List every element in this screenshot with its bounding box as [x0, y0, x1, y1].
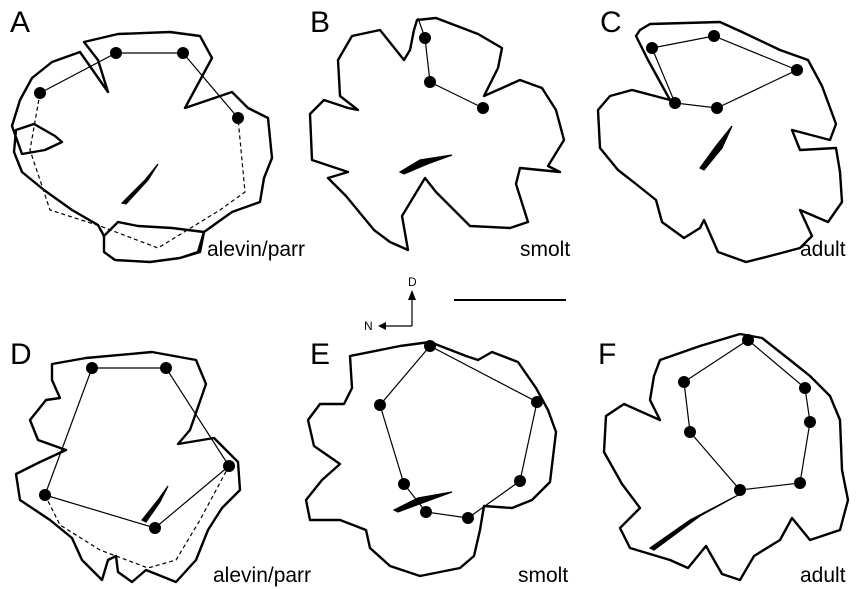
panel-f: F adult: [598, 334, 848, 587]
panel-e-landmark-dot: [462, 512, 474, 524]
panel-d-landmark-dot: [223, 460, 235, 472]
panel-c-landmark-dot: [708, 30, 720, 42]
nasal-label: N: [364, 319, 373, 333]
panel-f-landmark-dot: [678, 376, 690, 388]
dorsal-arrow-head: [408, 290, 416, 300]
panel-c-landmark-dot: [711, 102, 723, 114]
panel-a-landmark-dot: [34, 87, 46, 99]
panel-d-landmark-dot: [39, 489, 51, 501]
nasal-arrow-head: [378, 322, 386, 330]
panel-c-landmark-dot: [646, 42, 658, 54]
panel-e: E smolt: [306, 338, 568, 587]
panel-b-landmark-dot: [419, 32, 431, 44]
panel-c: C adult: [598, 6, 846, 262]
dorsal-label: D: [408, 275, 417, 289]
panel-a-stage-label: alevin/parr: [207, 238, 305, 261]
panel-f-stage-label: adult: [800, 564, 846, 587]
panel-d: D alevin/parr: [10, 338, 311, 587]
panel-f-letter: F: [598, 338, 616, 371]
panel-e-landmark-dot: [374, 399, 386, 411]
panel-c-landmark-dot: [669, 97, 681, 109]
panel-c-stage-label: adult: [800, 238, 846, 261]
panel-d-landmark-dot: [86, 362, 98, 374]
panel-d-landmark-dot: [160, 362, 172, 374]
panel-a-landmark-dot: [110, 47, 122, 59]
panel-c-landmark-dot: [791, 64, 803, 76]
panel-d-retina-outline: [16, 352, 240, 582]
panel-e-landmark-dot: [424, 340, 436, 352]
panel-b-stage-label: smolt: [520, 238, 570, 261]
panel-c-letter: C: [600, 6, 622, 39]
panel-e-landmark-dot: [514, 475, 526, 487]
panel-a: A alevin/parr: [10, 6, 305, 262]
panel-d-stage-label: alevin/parr: [213, 564, 311, 587]
panel-e-stage-label: smolt: [518, 564, 568, 587]
panel-e-retina-outline: [306, 342, 556, 576]
panel-e-landmark-dot: [531, 396, 543, 408]
panel-b-landmark-dot: [477, 102, 489, 114]
panel-d-letter: D: [10, 338, 32, 371]
panel-e-letter: E: [310, 338, 330, 371]
orientation-indicator: D N: [364, 275, 417, 333]
panel-f-landmark-dot: [799, 382, 811, 394]
panel-a-landmark-dot: [177, 47, 189, 59]
panel-b-letter: B: [310, 6, 330, 39]
panel-a-letter: A: [10, 6, 30, 39]
panel-d-landmark-dot: [149, 522, 161, 534]
panel-f-landmark-dot: [804, 416, 816, 428]
panel-a-retina-outline: [12, 32, 272, 262]
panel-b-landmark-dot: [424, 76, 436, 88]
panel-b-retina-outline: [310, 18, 564, 250]
panel-f-landmark-dot: [742, 334, 754, 346]
panel-b: B smolt: [310, 6, 570, 261]
panel-f-landmark-dot: [794, 477, 806, 489]
panel-e-landmark-dot: [420, 506, 432, 518]
panel-f-retina-outline: [604, 334, 848, 580]
panel-a-landmark-dot: [232, 112, 244, 124]
panel-f-landmark-dot: [734, 484, 746, 496]
panel-f-landmark-dot: [684, 426, 696, 438]
panel-e-landmark-dot: [398, 478, 410, 490]
